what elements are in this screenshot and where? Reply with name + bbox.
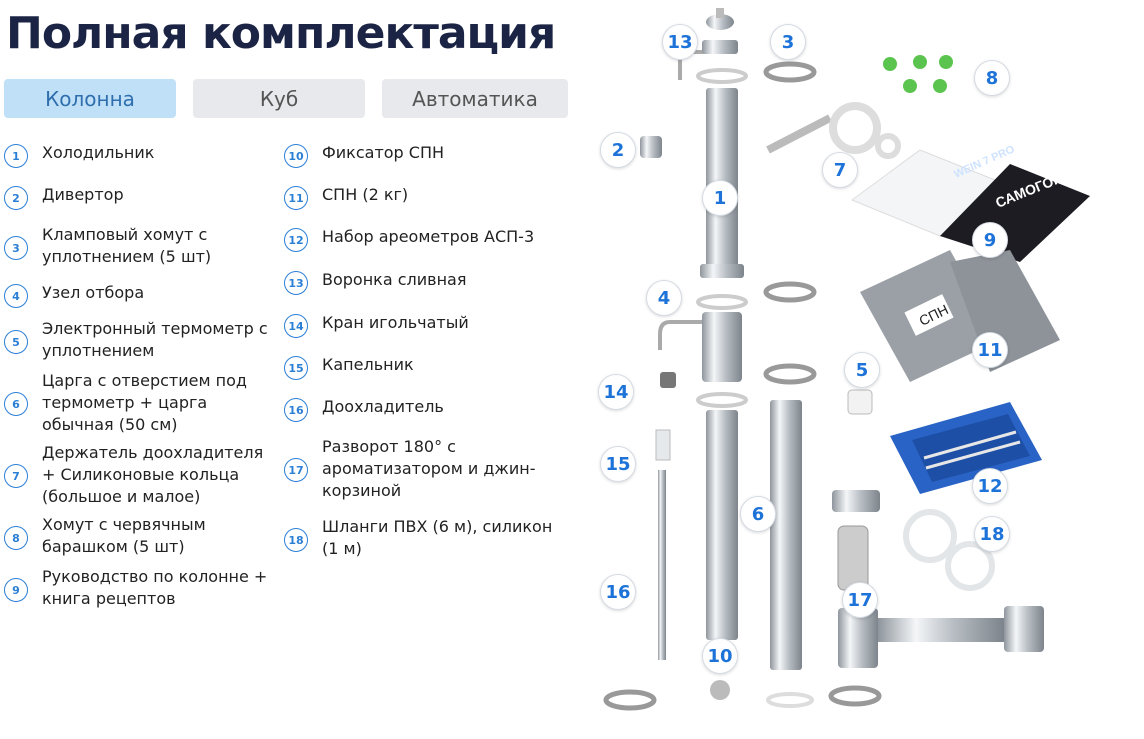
list-item: 18 Шланги ПВХ (6 м), силикон (1 м) — [284, 516, 559, 566]
callout-11: 11 — [972, 332, 1008, 368]
item-number: 9 — [4, 578, 28, 602]
item-number: 12 — [284, 228, 308, 252]
callout-9: 9 — [972, 222, 1008, 258]
callout-17: 17 — [842, 582, 878, 618]
item-label: Узел отбора — [42, 283, 145, 302]
list-item: 6 Царга с отверстием под термометр + царг… — [4, 370, 274, 442]
tab-automation[interactable]: Автоматика — [382, 79, 568, 118]
list-item: 2 Дивертор — [4, 184, 274, 226]
thermometer — [847, 389, 873, 415]
list-item: 7 Держатель доохладителя + Силиконовые ко… — [4, 442, 274, 514]
reverse-180 — [832, 490, 1044, 668]
item-number: 14 — [284, 314, 308, 338]
holder-and-rings — [766, 102, 901, 159]
item-label: Капельник — [322, 355, 414, 374]
item-label: Кран игольчатый — [322, 313, 469, 332]
parts-list-right: 10 Фиксатор СПН 11 СПН (2 кг) 12 Набор арео… — [284, 142, 559, 566]
callout-6: 6 — [740, 496, 776, 532]
item-number: 6 — [4, 392, 28, 416]
item-label: Доохладитель — [322, 397, 444, 416]
tab-cube[interactable]: Куб — [193, 79, 365, 118]
callout-16: 16 — [600, 574, 636, 610]
item-number: 1 — [4, 144, 28, 168]
item-number: 8 — [4, 526, 28, 550]
list-item: 12 Набор ареометров АСП-3 — [284, 226, 559, 269]
item-label: Шланги ПВХ (6 м), силикон (1 м) — [322, 517, 553, 558]
list-item: 9 Руководство по колонне + книга рецептов — [4, 566, 274, 618]
item-label: Царга с отверстием под термометр + царга… — [42, 371, 247, 434]
callout-12: 12 — [972, 468, 1008, 504]
list-item: 1 Холодильник — [4, 142, 274, 184]
item-label: Электронный термометр с уплотнением — [42, 319, 268, 360]
item-label: Руководство по колонне + книга рецептов — [42, 567, 268, 608]
item-label: СПН (2 кг) — [322, 185, 409, 204]
takeoff-unit — [658, 294, 748, 408]
callout-18: 18 — [974, 516, 1010, 552]
item-label: Воронка сливная — [322, 270, 467, 289]
list-item: 11 СПН (2 кг) — [284, 184, 559, 226]
callout-13: 13 — [662, 24, 698, 60]
item-number: 10 — [284, 144, 308, 168]
item-label: Держатель доохладителя + Силиконовые кол… — [42, 443, 264, 506]
callout-14: 14 — [598, 374, 634, 410]
parts-list-left: 1 Холодильник 2 Дивертор 3 Кламповый хомут … — [4, 142, 274, 618]
item-label: Кламповый хомут с уплотнением (5 шт) — [42, 225, 212, 266]
list-item: 16 Доохладитель — [284, 396, 559, 438]
spn-bags: СПН — [860, 250, 1060, 382]
item-label: Разворот 180° с ароматизатором и джин-ко… — [322, 437, 536, 500]
list-item: 10 Фиксатор СПН — [284, 142, 559, 184]
item-label: Набор ареометров АСП-3 — [322, 227, 535, 246]
section-pipes — [655, 372, 802, 670]
hoses — [903, 509, 995, 591]
item-number: 4 — [4, 284, 28, 308]
spn-fixer — [710, 680, 730, 700]
list-item: 17 Разворот 180° с ароматизатором и джин-… — [284, 436, 559, 516]
item-label: Дивертор — [42, 185, 124, 204]
kit-diagram: WEIN 7 PRO САМОГОН СПН — [590, 0, 1144, 734]
callout-7: 7 — [822, 152, 858, 188]
item-number: 7 — [4, 464, 28, 488]
item-number: 3 — [4, 236, 28, 260]
item-number: 16 — [284, 398, 308, 422]
list-item: 3 Кламповый хомут с уплотнением (5 шт) — [4, 224, 274, 282]
item-label: Фиксатор СПН — [322, 143, 445, 162]
item-number: 17 — [284, 458, 308, 482]
callout-4: 4 — [646, 280, 682, 316]
manual-and-book: WEIN 7 PRO САМОГОН — [850, 143, 1090, 262]
kit-illustration: WEIN 7 PRO САМОГОН СПН — [603, 8, 1090, 711]
item-number: 18 — [284, 528, 308, 552]
callout-5: 5 — [844, 352, 880, 388]
list-item: 13 Воронка сливная — [284, 269, 559, 312]
list-item: 15 Капельник — [284, 354, 559, 396]
callout-15: 15 — [600, 446, 636, 482]
item-number: 2 — [4, 186, 28, 210]
tab-bar: Колонна Куб Автоматика — [4, 79, 568, 118]
callout-10: 10 — [702, 638, 738, 674]
tab-column[interactable]: Колонна — [4, 79, 176, 118]
list-item: 4 Узел отбора — [4, 282, 274, 318]
item-label: Холодильник — [42, 143, 155, 162]
list-item: 5 Электронный термометр с уплотнением — [4, 318, 274, 370]
item-number: 5 — [4, 330, 28, 354]
callout-2: 2 — [600, 132, 636, 168]
worm-clamps — [883, 55, 953, 93]
item-number: 15 — [284, 356, 308, 380]
diverter — [640, 136, 662, 158]
item-number: 11 — [284, 186, 308, 210]
item-label: Хомут с червячным барашком (5 шт) — [42, 515, 206, 556]
list-item: 14 Кран игольчатый — [284, 312, 559, 354]
callout-3: 3 — [770, 24, 806, 60]
callout-1: 1 — [702, 180, 738, 216]
list-item: 8 Хомут с червячным барашком (5 шт) — [4, 514, 274, 566]
callout-8: 8 — [974, 60, 1010, 96]
page-title: Полная комплектация — [6, 8, 556, 59]
hydrometer-set — [890, 402, 1042, 494]
clamps — [603, 61, 882, 711]
item-number: 13 — [284, 271, 308, 295]
